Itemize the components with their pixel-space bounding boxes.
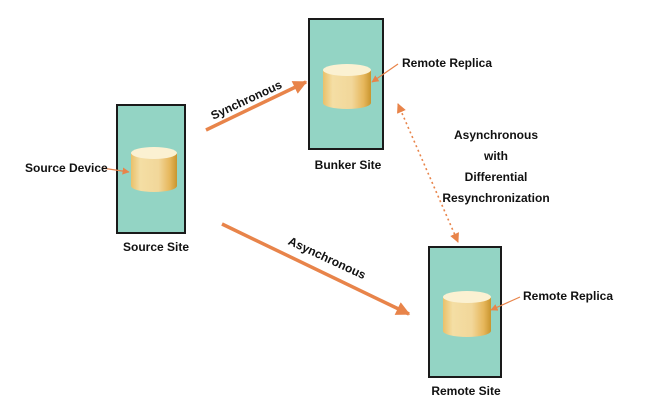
source-device-pointer	[101, 167, 130, 175]
differential-resync-line-1: Asynchronous	[453, 128, 538, 142]
source-storage-cylinder-icon	[131, 147, 177, 192]
remote-replica-pointer	[490, 296, 521, 311]
differential-resync-label: Asynchronous with Differential Resynchro…	[432, 125, 560, 209]
remote-replica-label: Remote Replica	[523, 289, 614, 303]
differential-resync-line-3: Differential	[464, 170, 528, 184]
differential-resync-link	[397, 103, 459, 243]
bunker-replica-pointer	[371, 63, 399, 83]
bunker-replica-label: Remote Replica	[402, 56, 493, 70]
differential-resync-line-2: with	[484, 149, 508, 163]
source-site-label: Source Site	[122, 240, 190, 254]
source-device-label: Source Device	[25, 161, 108, 175]
remote-storage-cylinder-icon	[443, 291, 491, 337]
synchronous-arrow	[205, 80, 308, 132]
remote-site-label: Remote Site	[431, 384, 501, 398]
differential-resync-line-4: Resynchronization	[442, 191, 550, 205]
bunker-storage-cylinder-icon	[323, 64, 371, 109]
asynchronous-arrow	[221, 222, 411, 316]
bunker-site-label: Bunker Site	[314, 158, 382, 172]
